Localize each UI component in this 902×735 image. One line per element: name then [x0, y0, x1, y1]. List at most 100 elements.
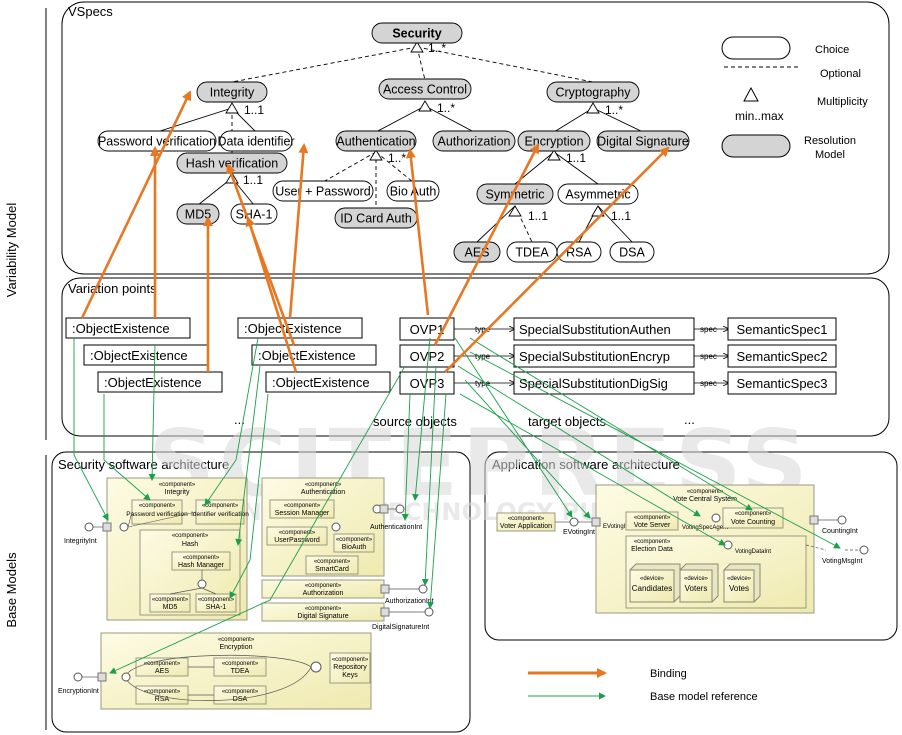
vspec-node-password-verification[interactable]: Password verification — [97, 130, 217, 152]
component-user-password[interactable] — [266, 526, 328, 546]
svg-text:«component»: «component» — [284, 503, 321, 509]
vspec-node-asymmetric[interactable]: Asymmetric — [557, 183, 639, 205]
semantic-spec-box[interactable]: SemanticSpec1 — [727, 317, 837, 341]
object-existence-box[interactable]: :ObjectExistence — [251, 344, 377, 366]
semantic-spec-label: SemanticSpec3 — [736, 376, 827, 391]
component-repository-keys[interactable] — [329, 652, 371, 684]
authorization-interface-label: AuthorizationInt — [385, 598, 434, 605]
source-objects-label: source objects — [373, 414, 457, 429]
vspec-node-cryptography[interactable]: Cryptography — [546, 81, 640, 103]
svg-text:«component»: «component» — [336, 537, 373, 543]
object-existence-label: :ObjectExistence — [90, 348, 188, 363]
device-voters[interactable]: «device» Voters — [679, 563, 719, 603]
vspec-node-hash-verification[interactable]: Hash verification — [176, 152, 288, 174]
vspec-node-bio-auth[interactable]: Bio Auth — [386, 180, 440, 202]
svg-text:«component»: «component» — [152, 597, 189, 603]
object-existence-box[interactable]: :ObjectExistence — [237, 317, 363, 339]
semantic-spec-box[interactable]: SemanticSpec2 — [727, 344, 837, 368]
object-existence-box[interactable]: :ObjectExistence — [97, 371, 223, 393]
vspec-node-dsa[interactable]: DSA — [609, 241, 655, 263]
svg-text:«component»: «component» — [144, 661, 181, 667]
vspec-node-integrity[interactable]: Integrity — [196, 81, 268, 103]
vspec-node-label: TDEA — [515, 246, 549, 260]
object-existence-box[interactable]: :ObjectExistence — [265, 371, 391, 393]
vspec-node-encryption[interactable]: Encryption — [517, 130, 591, 152]
vspec-node-label: Asymmetric — [565, 188, 630, 202]
substitution-box[interactable]: SpecialSubstitutionEncryp — [513, 344, 695, 368]
object-existence-label: :ObjectExistence — [72, 321, 170, 336]
device-candidates[interactable]: «device» Candidates — [629, 563, 681, 603]
component-smart-card[interactable] — [305, 555, 359, 575]
vspec-node-access-control[interactable]: Access Control — [378, 78, 472, 100]
legend-optional-label: Optional — [820, 68, 861, 80]
svg-text:Vote Server: Vote Server — [634, 522, 671, 529]
side-label-variability-model: Variability Model — [4, 203, 19, 298]
object-existence-box[interactable]: :ObjectExistence — [83, 344, 209, 366]
component-session-manager[interactable] — [269, 499, 335, 519]
legend-choice-shape — [721, 36, 791, 60]
vspec-node-label: Data identifier — [217, 135, 294, 149]
semantic-spec-box[interactable]: SemanticSpec3 — [727, 371, 837, 395]
type-label: type — [475, 325, 491, 334]
ovp-box[interactable]: OVP2 — [399, 344, 455, 368]
substitution-label: SpecialSubstitutionAuthen — [519, 322, 671, 337]
vspec-node-authorization[interactable]: Authorization — [432, 130, 516, 152]
application-architecture-diagram: «component» Voter Application EVotingInt… — [496, 484, 869, 614]
svg-text:«device»: «device» — [684, 576, 709, 582]
vspec-node-security[interactable]: Security — [371, 22, 463, 44]
svg-text:Identifier verification: Identifier verification — [191, 511, 249, 518]
vspec-node-user-password[interactable]: User + Password — [272, 180, 374, 202]
component-hash-manager[interactable] — [171, 551, 231, 571]
svg-text:Authorization: Authorization — [303, 590, 344, 597]
svg-text:«component»: «component» — [634, 515, 671, 521]
vspec-node-sha1[interactable]: SHA-1 — [230, 203, 278, 225]
spec-label: spec — [700, 379, 717, 388]
semantic-spec-label: SemanticSpec1 — [736, 322, 827, 337]
ellipsis-right: ... — [684, 412, 695, 427]
substitution-box[interactable]: SpecialSubstitutionAuthen — [513, 317, 695, 341]
semantic-spec-label: SemanticSpec2 — [736, 349, 827, 364]
svg-text:«device»: «device» — [727, 576, 752, 582]
mult-symmetric: 1..1 — [528, 209, 548, 223]
triangle-symmetric — [508, 205, 522, 217]
substitution-box[interactable]: SpecialSubstitutionDigSig — [513, 371, 695, 395]
vspec-node-id-card-auth[interactable]: ID Card Auth — [334, 207, 418, 229]
vspec-node-symmetric[interactable]: Symmetric — [476, 183, 554, 205]
multiplicity-labels: 1..* 1..1 1..* 1..* 1..1 1..* 1..1 1..1 … — [243, 41, 631, 223]
vspec-node-label: DSA — [619, 246, 645, 260]
vspec-node-aes[interactable]: AES — [453, 241, 501, 263]
counting-interface-label: CountingInt — [822, 528, 858, 535]
legend-minmax-label: min..max — [735, 109, 784, 123]
substitution-label: SpecialSubstitutionEncryp — [519, 349, 670, 364]
component-bio-auth[interactable] — [333, 533, 375, 553]
object-existence-box[interactable]: :ObjectExistence — [65, 317, 191, 339]
device-votes[interactable]: «device» Votes — [723, 563, 761, 603]
svg-text:EVotingInt: EVotingInt — [603, 524, 631, 530]
svg-text:MD5: MD5 — [163, 604, 178, 611]
vspec-node-data-identifier[interactable]: Data identifier — [217, 130, 295, 152]
svg-text:SmartCard: SmartCard — [315, 566, 349, 573]
vspec-node-authentication[interactable]: Authentication — [335, 130, 417, 152]
mult-hash: 1..1 — [243, 173, 263, 187]
vspec-node-tdea[interactable]: TDEA — [506, 241, 558, 263]
svg-text:«component»: «component» — [222, 661, 259, 667]
vspec-node-digital-signature[interactable]: Digital Signature — [596, 130, 690, 152]
vspec-node-label: ID Card Auth — [340, 212, 412, 226]
vspec-node-label: Hash verification — [186, 157, 278, 171]
mult-encryption: 1..1 — [566, 151, 586, 165]
security-arch-title: Security software architecture — [58, 457, 229, 472]
component-vote-server[interactable] — [625, 511, 679, 531]
svg-text:«component»: «component» — [305, 606, 342, 612]
ovp-box[interactable]: OVP3 — [399, 371, 455, 395]
vspec-node-md5[interactable]: MD5 — [176, 203, 220, 225]
voting-data-interface-label: VotingDataInt — [735, 549, 771, 555]
app-arch-title: Application software architecture — [492, 457, 680, 472]
svg-text:«component»: «component» — [332, 657, 369, 663]
variation-points-title: Variation points — [68, 281, 157, 296]
vspec-node-label: Symmetric — [485, 188, 544, 202]
component-identifier-verification[interactable] — [195, 499, 245, 525]
component-password-verification[interactable] — [131, 499, 183, 525]
triangle-integrity — [225, 102, 239, 114]
svg-text:SHA-1: SHA-1 — [206, 604, 227, 611]
ovp-label: OVP2 — [410, 349, 445, 364]
